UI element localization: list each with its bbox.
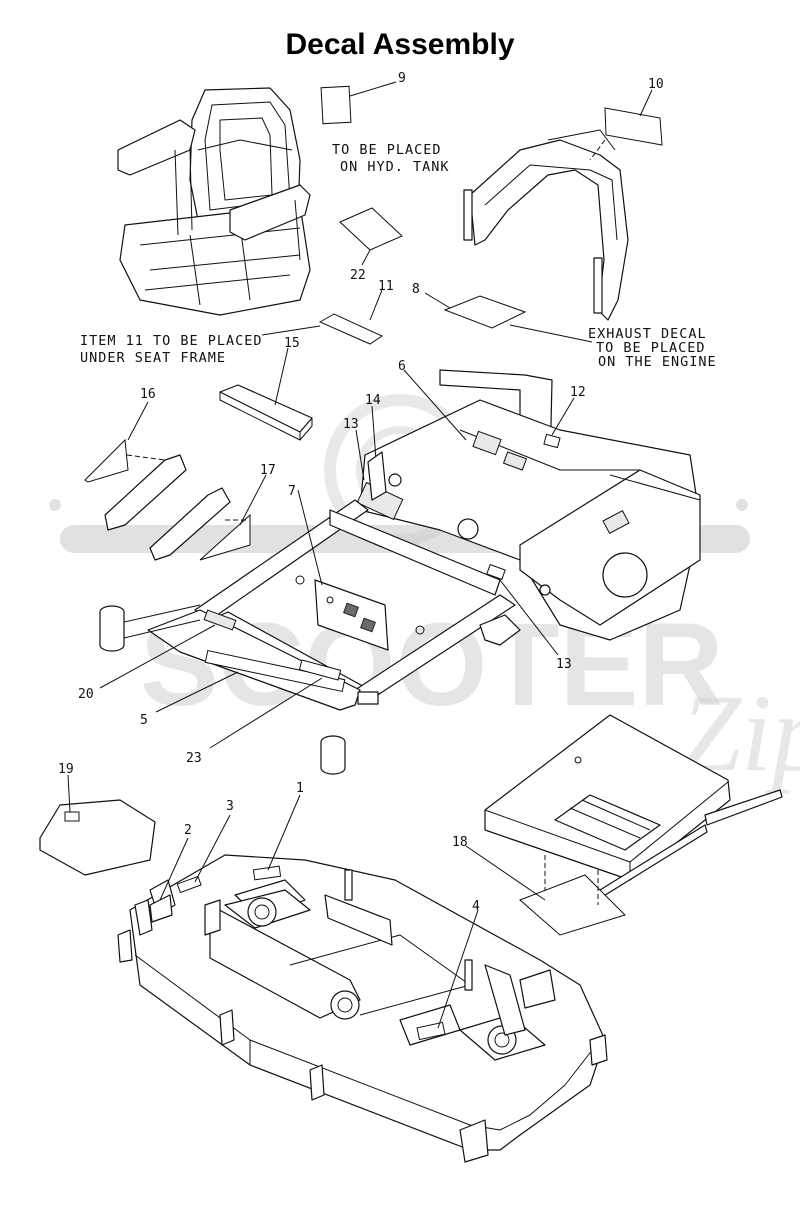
seat (117, 87, 311, 316)
decal-2 (149, 894, 173, 923)
footrest-plate-18 (484, 714, 783, 936)
decal-10 (604, 107, 663, 146)
decal-18 (519, 874, 626, 936)
decal-5 (204, 649, 346, 693)
callout-12: 12 (570, 385, 586, 400)
decal-9 (320, 85, 352, 125)
callout-15: 15 (284, 336, 300, 351)
note-exhaust-2: TO BE PLACED (596, 340, 706, 356)
bracket-14 (367, 451, 387, 501)
callout-13-bottom: 13 (556, 657, 572, 672)
decal-23 (298, 659, 342, 681)
callout-14: 14 (365, 393, 381, 408)
note-exhaust-3: ON THE ENGINE (598, 354, 717, 370)
roll-bar (463, 129, 629, 321)
callout-23: 23 (186, 751, 202, 766)
note-item11-1: ITEM 11 TO BE PLACED (80, 333, 263, 349)
decal-16 (84, 438, 129, 483)
decal-17 (199, 513, 251, 561)
callout-11: 11 (378, 279, 394, 294)
callout-7: 7 (288, 484, 296, 499)
callout-5: 5 (140, 713, 148, 728)
note-item11-2: UNDER SEAT FRAME (80, 350, 226, 366)
callout-1: 1 (296, 781, 304, 796)
main-frame (99, 369, 701, 775)
decal-11 (318, 313, 384, 345)
callout-20: 20 (78, 687, 94, 702)
callout-22: 22 (350, 268, 366, 283)
callout-16: 16 (140, 387, 156, 402)
callout-19: 19 (58, 762, 74, 777)
decal-3 (176, 875, 202, 894)
callout-4: 4 (472, 899, 480, 914)
callout-9: 9 (398, 71, 406, 86)
note-hyd-tank-1: TO BE PLACED (332, 142, 442, 158)
callout-3: 3 (226, 799, 234, 814)
cover-19 (39, 799, 156, 876)
page-title: Decal Assembly (285, 28, 515, 61)
callout-13-top: 13 (343, 417, 359, 432)
callout-17: 17 (260, 463, 276, 478)
seat-bracket-15 (219, 384, 313, 441)
note-exhaust-1: EXHAUST DECAL (588, 326, 707, 342)
note-hyd-tank-2: ON HYD. TANK (340, 159, 450, 175)
callout-8: 8 (412, 282, 420, 297)
callout-18: 18 (452, 835, 468, 850)
callout-6: 6 (398, 359, 406, 374)
decal-22 (339, 207, 403, 251)
decal-1 (252, 865, 282, 881)
decal-8 (443, 295, 527, 329)
wheel-guard-16 (84, 438, 187, 531)
wheel-guard-17 (149, 487, 251, 561)
callout-10: 10 (648, 77, 664, 92)
callout-2: 2 (184, 823, 192, 838)
mower-deck (117, 854, 608, 1163)
